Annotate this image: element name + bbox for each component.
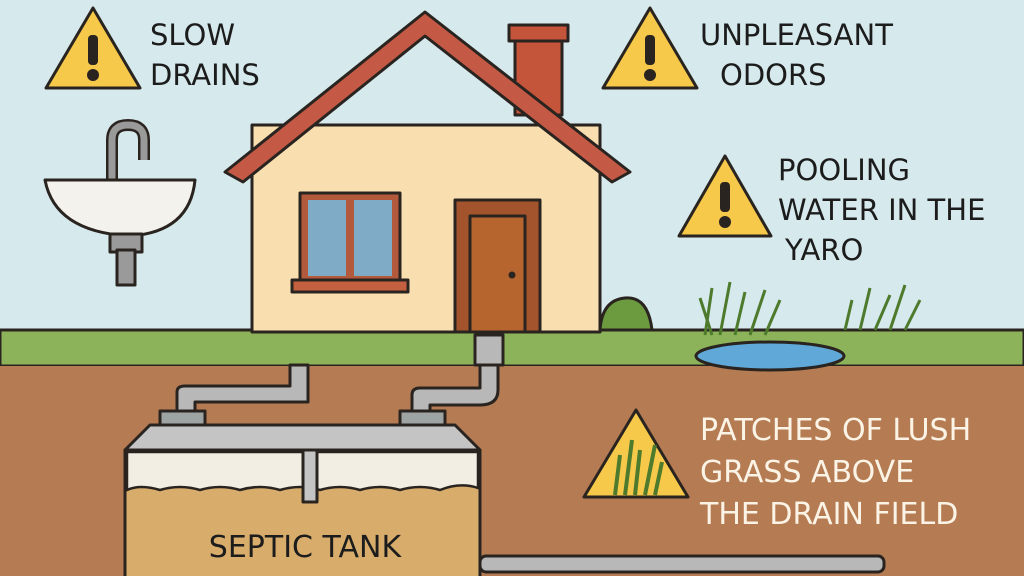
puddle — [694, 340, 846, 372]
warning-slow-drains: SLOW DRAINS — [150, 18, 260, 92]
house — [223, 10, 654, 334]
pipes — [175, 333, 886, 574]
warning-exclamation-icon — [44, 6, 142, 90]
septic-tank: SEPTIC TANK — [123, 409, 482, 576]
warning-exclamation-icon — [601, 6, 699, 90]
tank-label: SEPTIC TANK — [209, 530, 403, 565]
sink-icon — [43, 118, 197, 287]
bush — [598, 296, 654, 332]
warning-exclamation-icon — [677, 154, 773, 238]
warning-grass-icon — [582, 408, 690, 499]
grass-strip — [0, 328, 1024, 368]
roof — [223, 10, 632, 184]
grass-tufts — [698, 281, 922, 336]
warning-unpleasant-odors: UNPLEASANT ODORS — [700, 18, 902, 92]
warning-pooling-water: POOLING WATER IN THE YARO — [778, 153, 995, 267]
drain-field-pipe — [478, 554, 886, 574]
warning-lush-grass: PATCHES OF LUSH GRASS ABOVE THE DRAIN FI… — [699, 413, 981, 532]
